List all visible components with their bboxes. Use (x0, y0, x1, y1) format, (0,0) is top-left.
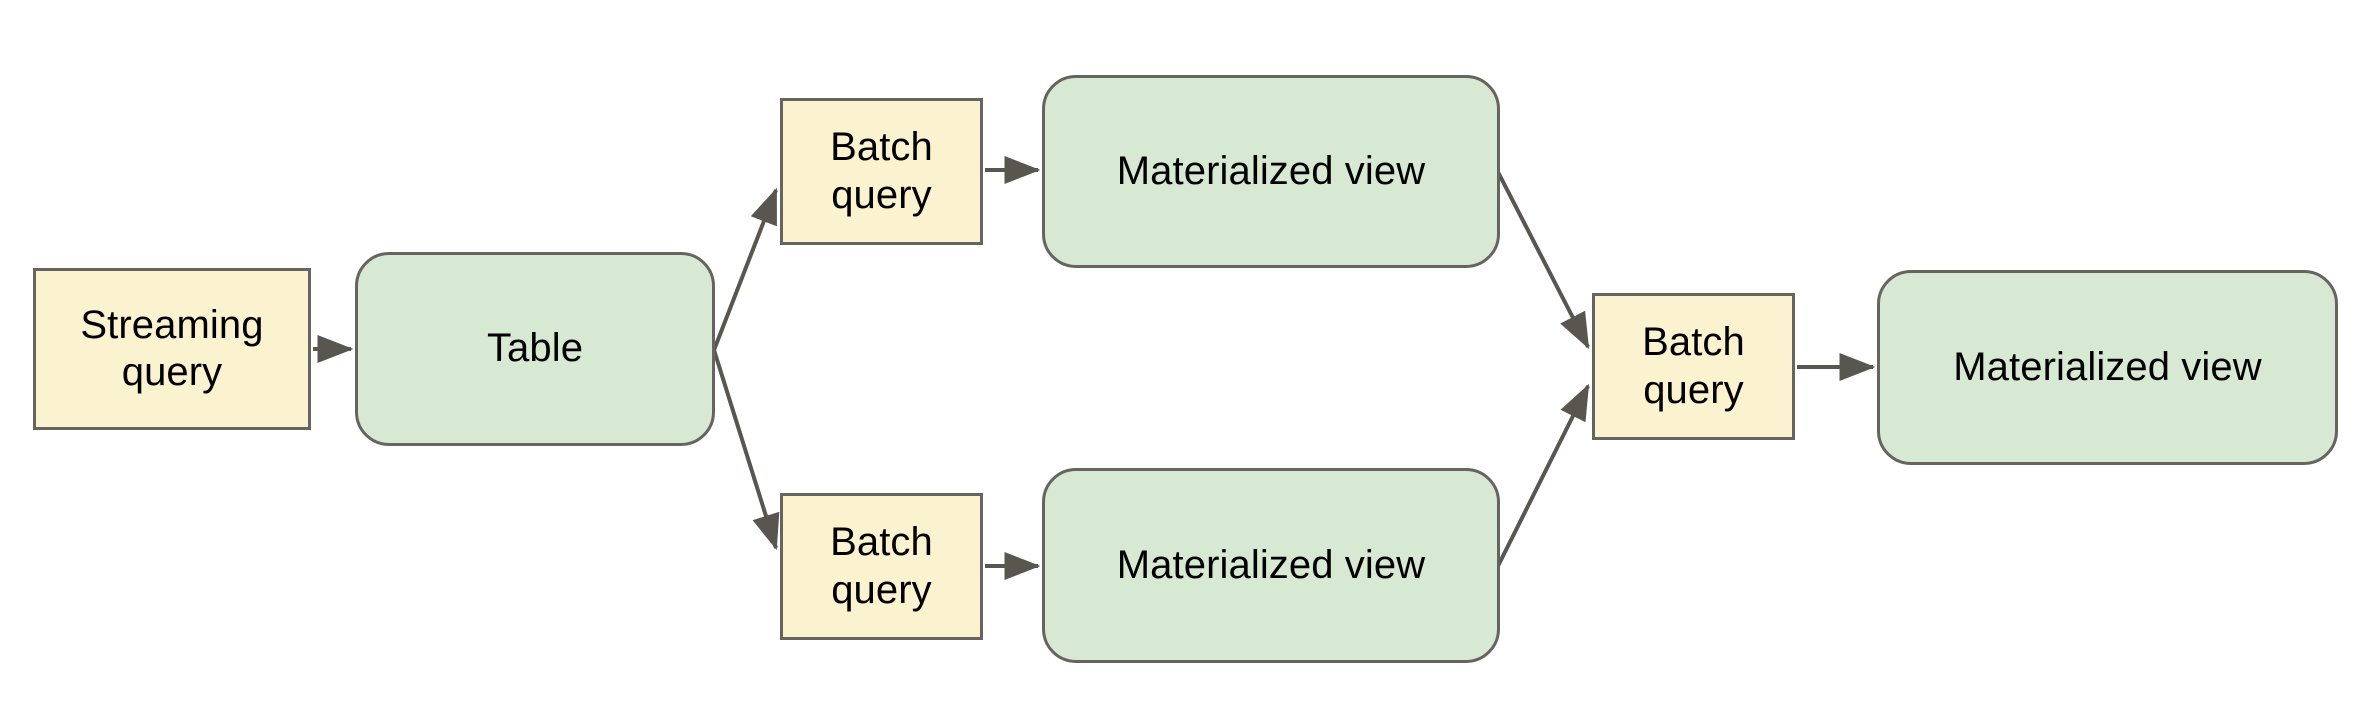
node-materialized-view-final[interactable]: Materialized view (1877, 270, 2338, 465)
edge-table-to-batch-bottom (712, 349, 780, 551)
node-materialized-view-bottom[interactable]: Materialized view (1042, 468, 1500, 663)
node-materialized-view-top[interactable]: Materialized view (1042, 75, 1500, 268)
node-streaming-query[interactable]: Streaming query (33, 268, 311, 430)
node-batch-query-bottom[interactable]: Batch query (780, 493, 983, 640)
node-batch-query-join[interactable]: Batch query (1592, 293, 1795, 440)
node-batch-query-top[interactable]: Batch query (780, 98, 983, 245)
node-table[interactable]: Table (355, 252, 715, 446)
edge-mv-bottom-to-batch-join (1496, 383, 1590, 567)
edge-table-to-batch-top (712, 187, 778, 351)
edge-mv-top-to-batch-join (1496, 171, 1590, 350)
